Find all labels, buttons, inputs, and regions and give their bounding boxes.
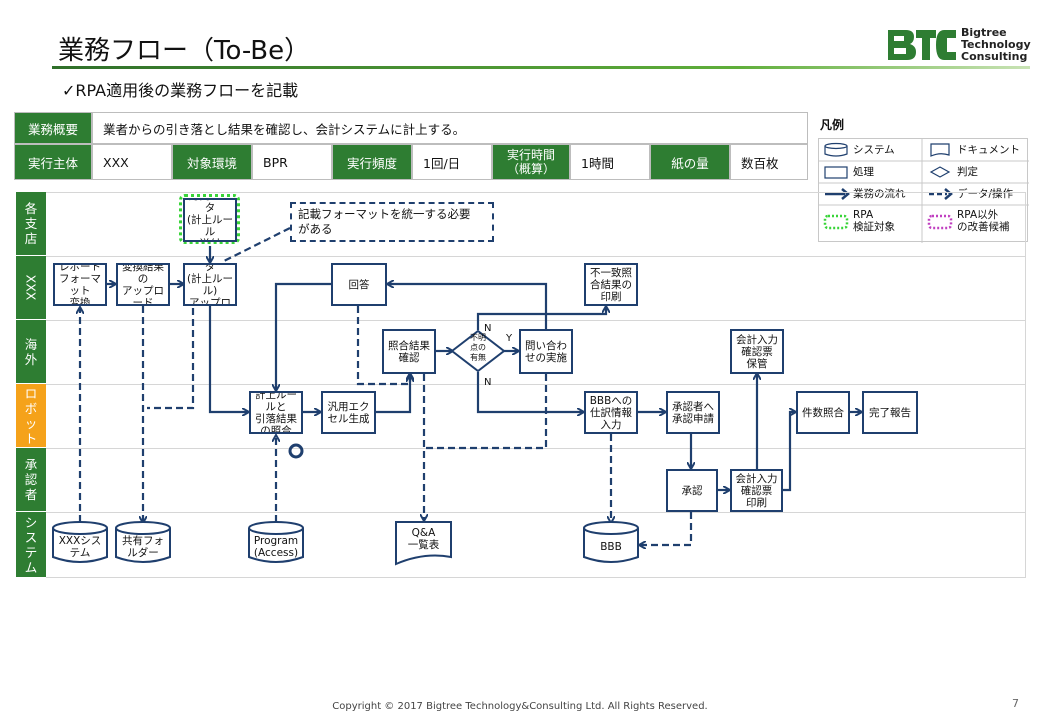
- node-excel-generate: 汎用エク セル生成: [321, 391, 376, 434]
- diamond-icon: [929, 166, 951, 178]
- decision-n-bottom: N: [484, 377, 492, 388]
- legend-label-decision: 判定: [957, 166, 978, 178]
- legend-label-process: 処理: [853, 166, 874, 178]
- paper-amount-label: 紙の量: [650, 144, 730, 180]
- frequency-value: 1回/日: [412, 144, 492, 180]
- overview-label: 業務概要: [14, 112, 92, 144]
- legend-label-data-operation: データ/操作: [957, 188, 1014, 200]
- company-logo: Bigtree Technology Consulting: [886, 26, 1031, 66]
- lane-label-branches: 各 支 店: [16, 192, 46, 256]
- system-shared-folder: 共有フォ ルダー: [122, 535, 164, 559]
- node-answer: 回答: [331, 263, 387, 306]
- system-program-access: Program (Access): [253, 535, 299, 559]
- copyright-footer: Copyright © 2017 Bigtree Technology&Cons…: [332, 701, 708, 712]
- lane-divider: [46, 512, 1026, 513]
- system-xxx: XXXシス テム: [58, 535, 102, 559]
- lane-label-overseas: 海 外: [16, 320, 46, 384]
- legend-title: 凡例: [820, 118, 845, 132]
- cycle-icon: [288, 443, 304, 459]
- lane-label-system: シ ス テ ム: [16, 512, 46, 578]
- logo-mark-icon: [888, 30, 956, 60]
- decision-n-top: N: [484, 323, 492, 334]
- solid-arrow-icon: [825, 188, 850, 200]
- legend: システム ドキュメント 処理 判定 業務の流れ データ/操作 RPA 検証対象 …: [818, 138, 1029, 243]
- title-underline: [52, 66, 1030, 69]
- node-accounting-form-print: 会計入力 確認票 印刷: [730, 469, 783, 512]
- green-dotted-box-icon: [823, 214, 849, 230]
- node-approve: 承認: [666, 469, 718, 512]
- document-qa-list: Q&A 一覧表: [407, 527, 440, 551]
- dashed-arrow-icon: [929, 188, 953, 200]
- note-format-unify: 記載フォーマットを統一する必要 がある: [290, 202, 494, 242]
- node-inquiry: 問い合わ せの実施: [519, 329, 573, 374]
- lane-divider: [46, 384, 1026, 385]
- page-title: 業務フロー（To-Be）: [58, 36, 311, 66]
- purple-dotted-box-icon: [927, 214, 953, 230]
- legend-label-document: ドキュメント: [957, 144, 1020, 156]
- legend-label-non-rpa: RPA以外 の改善候補: [957, 209, 1010, 233]
- environment-value: BPR: [252, 144, 332, 180]
- node-rule-match: 計上ルールと 引落結果 の照合: [249, 391, 303, 434]
- overview-value: 業者からの引き落とし結果を確認し、会計システムに計上する。: [92, 112, 808, 144]
- logo-text-line-2: Technology: [961, 38, 1031, 51]
- paper-amount-value: 数百枚: [730, 144, 808, 180]
- node-done-report: 完了報告: [862, 391, 918, 434]
- decision-diamond: [450, 329, 506, 373]
- actor-value: XXX: [92, 144, 172, 180]
- decision-y: Y: [506, 333, 513, 344]
- lane-label-approver: 承 認 者: [16, 448, 46, 512]
- lane-divider: [46, 320, 1026, 321]
- decision-label: 不明 点の 有無: [470, 333, 486, 362]
- exec-time-label: 実行時間 （概算）: [492, 144, 570, 180]
- legend-label-rpa-target: RPA 検証対象: [853, 209, 895, 233]
- node-count-match: 件数照合: [796, 391, 850, 434]
- rectangle-icon: [824, 166, 848, 179]
- lane-divider: [46, 256, 1026, 257]
- node-bbb-entry: BBBへの 仕訳情報 入力: [584, 391, 638, 434]
- system-bbb: BBB: [600, 541, 622, 553]
- actor-label: 実行主体: [14, 144, 92, 180]
- node-monthly-data-send: 月間データ (計上ルール 送付: [183, 198, 237, 242]
- legend-label-system: システム: [853, 144, 895, 156]
- exec-time-value: 1時間: [570, 144, 650, 180]
- lane-label-xxx: XXX: [16, 256, 46, 320]
- node-report-format-convert: レポート フォーマット 変換: [53, 263, 107, 306]
- node-convert-upload: 変換結果の アップロード: [116, 263, 170, 306]
- lane-label-robot: ロ ボ ッ ト: [16, 384, 46, 448]
- page-subtitle: ✓RPA適用後の業務フローを記載: [62, 81, 299, 100]
- rpa-target-marker: [179, 194, 240, 244]
- frequency-label: 実行頻度: [332, 144, 412, 180]
- cylinder-icon: [824, 142, 848, 157]
- logo-text-line-3: Consulting: [961, 50, 1028, 63]
- document-icon: [930, 143, 950, 157]
- node-match-result-confirm: 照合結果 確認: [382, 329, 436, 374]
- legend-label-business-flow: 業務の流れ: [853, 188, 906, 200]
- environment-label: 対象環境: [172, 144, 252, 180]
- node-accounting-form-keep: 会計入力 確認票 保管: [730, 329, 784, 374]
- node-monthly-data-upload: 月間データ (計上ルール) アップロード: [183, 263, 237, 306]
- page-number: 7: [1012, 697, 1019, 710]
- logo-text-line-1: Bigtree: [961, 26, 1007, 39]
- node-mismatch-print: 不一致照 合結果の 印刷: [584, 263, 638, 306]
- node-approval-request: 承認者へ 承認申請: [666, 391, 720, 434]
